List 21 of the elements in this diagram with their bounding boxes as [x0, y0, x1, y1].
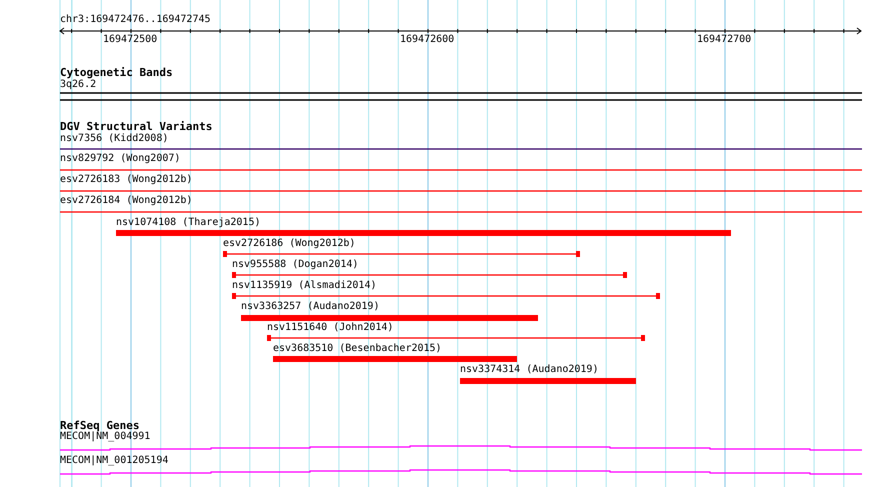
- variant-label: esv2726186 (Wong2012b): [223, 238, 356, 250]
- gene-label: MECOM|NM_001205194: [60, 455, 168, 467]
- variant-label: nsv3374314 (Audano2019): [460, 364, 598, 376]
- variant-label: nsv1135919 (Alsmadi2014): [232, 280, 376, 292]
- axis-tick-label: 169472600: [400, 34, 454, 46]
- track-heading: DGV Structural Variants: [60, 121, 212, 133]
- locus-label: chr3:169472476..169472745: [60, 14, 211, 26]
- band-label: 3q26.2: [60, 79, 96, 91]
- variant-label: nsv829792 (Wong2007): [60, 153, 180, 165]
- variant-label: nsv7356 (Kidd2008): [60, 133, 168, 145]
- variant-label: esv3683510 (Besenbacher2015): [273, 343, 442, 355]
- track-heading: RefSeq Genes: [60, 420, 140, 432]
- gene-label: MECOM|NM_004991: [60, 431, 150, 443]
- variant-label: nsv955588 (Dogan2014): [232, 259, 358, 271]
- variant-label: nsv1151640 (John2014): [267, 322, 394, 334]
- variant-label: nsv3363257 (Audano2019): [241, 301, 380, 313]
- variant-label: esv2726183 (Wong2012b): [60, 174, 192, 186]
- variant-label: esv2726184 (Wong2012b): [60, 195, 192, 207]
- variant-label: nsv1074108 (Thareja2015): [116, 217, 260, 229]
- axis-tick-label: 169472500: [103, 34, 158, 46]
- axis-tick-label: 169472700: [697, 34, 752, 46]
